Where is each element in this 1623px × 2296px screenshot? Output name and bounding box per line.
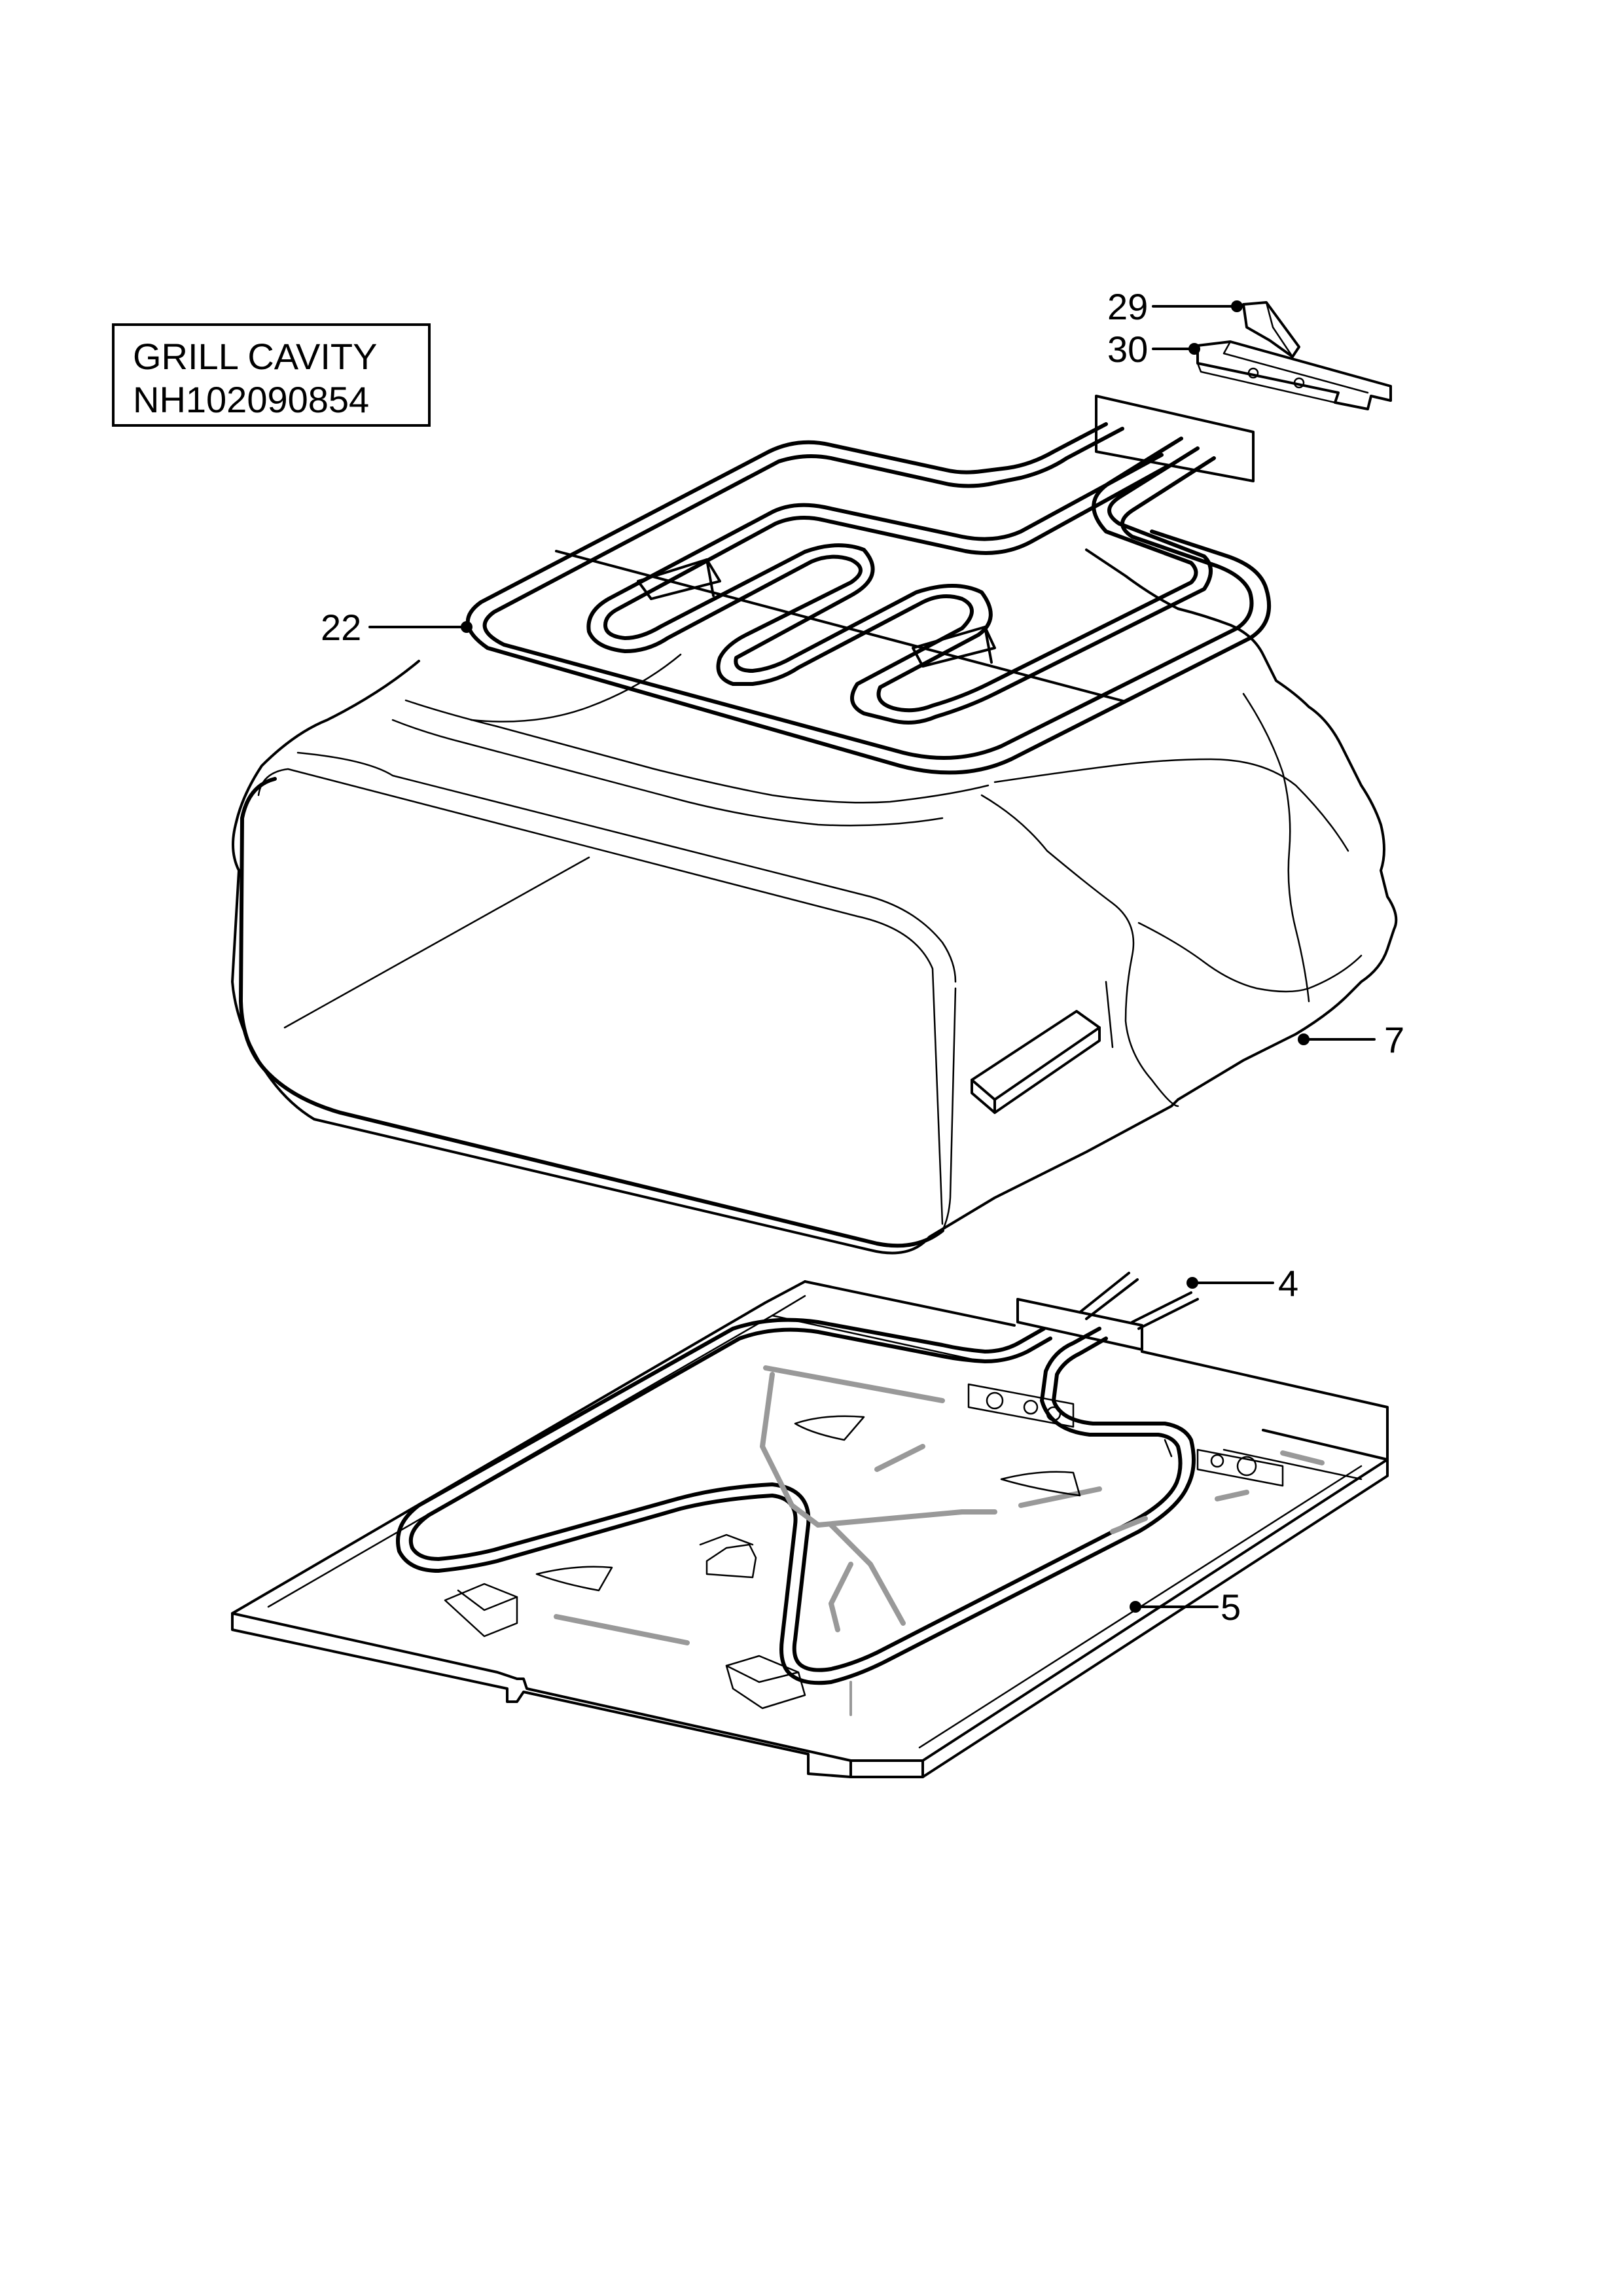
part-22-grill-element bbox=[465, 395, 1272, 775]
part-29-clip bbox=[1242, 301, 1300, 358]
callout-4: 4 bbox=[1278, 1263, 1298, 1304]
callout-30: 30 bbox=[1107, 329, 1148, 370]
callout-5: 5 bbox=[1221, 1587, 1241, 1628]
title-block: GRILL CAVITY NH102090854 bbox=[112, 323, 431, 427]
leader-lines bbox=[368, 300, 1376, 1613]
part-7-cavity bbox=[231, 548, 1398, 1255]
callout-29: 29 bbox=[1107, 286, 1148, 327]
title-line-name: GRILL CAVITY bbox=[133, 336, 378, 377]
part-4-bottom-element bbox=[396, 1272, 1199, 1685]
callout-7: 7 bbox=[1384, 1019, 1404, 1060]
part-5-bottom-plate bbox=[231, 1280, 1389, 1778]
callout-22: 22 bbox=[321, 607, 361, 648]
title-line-code: NH102090854 bbox=[133, 379, 370, 420]
part-30-bracket bbox=[1196, 340, 1392, 410]
